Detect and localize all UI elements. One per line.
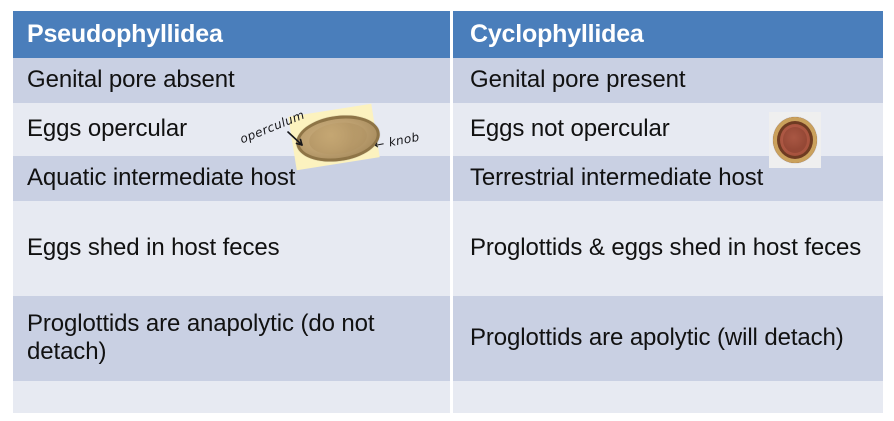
table-row: Proglottids are anapolytic (do not detac… (13, 296, 883, 381)
comparison-table: Pseudophyllidea Cyclophyllidea Genital p… (13, 11, 883, 413)
column-header-pseudophyllidea: Pseudophyllidea (13, 11, 450, 58)
table-row: Eggs shed in host feces Proglottids & eg… (13, 201, 883, 296)
cell-eggs-opercular-left: Eggs opercular (13, 103, 450, 156)
cell-shedding-right: Proglottids & eggs shed in host feces (450, 201, 883, 296)
cell-genital-pore-right: Genital pore present (450, 58, 883, 103)
table-header-row: Pseudophyllidea Cyclophyllidea (13, 11, 883, 58)
cell-text: Aquatic intermediate host (27, 163, 296, 191)
cell-text: Terrestrial intermediate host (470, 163, 764, 191)
cell-text: Proglottids are anapolytic (do not detac… (27, 309, 375, 365)
cell-text: Eggs shed in host feces (27, 233, 280, 261)
table-row: Eggs opercular Eggs not opercular (13, 103, 883, 156)
cell-intermediate-host-left: Aquatic intermediate host (13, 156, 450, 201)
cell-text: Genital pore absent (27, 65, 235, 93)
table-row (13, 381, 883, 413)
cell-shedding-left: Eggs shed in host feces (13, 201, 450, 296)
cell-text: Eggs not opercular (470, 114, 670, 142)
cell-text: Genital pore present (470, 65, 686, 93)
cell-eggs-opercular-right: Eggs not opercular (450, 103, 883, 156)
cell-empty-right (450, 381, 883, 413)
cell-intermediate-host-right: Terrestrial intermediate host (450, 156, 883, 201)
cell-genital-pore-left: Genital pore absent (13, 58, 450, 103)
cell-empty-left (13, 381, 450, 413)
cell-apolysis-left: Proglottids are anapolytic (do not detac… (13, 296, 450, 381)
cell-text: Proglottids & eggs shed in host feces (470, 233, 862, 261)
cell-text: Proglottids are apolytic (will detach) (470, 323, 844, 351)
table-row: Aquatic intermediate host Terrestrial in… (13, 156, 883, 201)
cell-apolysis-right: Proglottids are apolytic (will detach) (450, 296, 883, 381)
table-row: Genital pore absent Genital pore present (13, 58, 883, 103)
column-header-cyclophyllidea: Cyclophyllidea (450, 11, 883, 58)
cell-text: Eggs opercular (27, 114, 188, 142)
